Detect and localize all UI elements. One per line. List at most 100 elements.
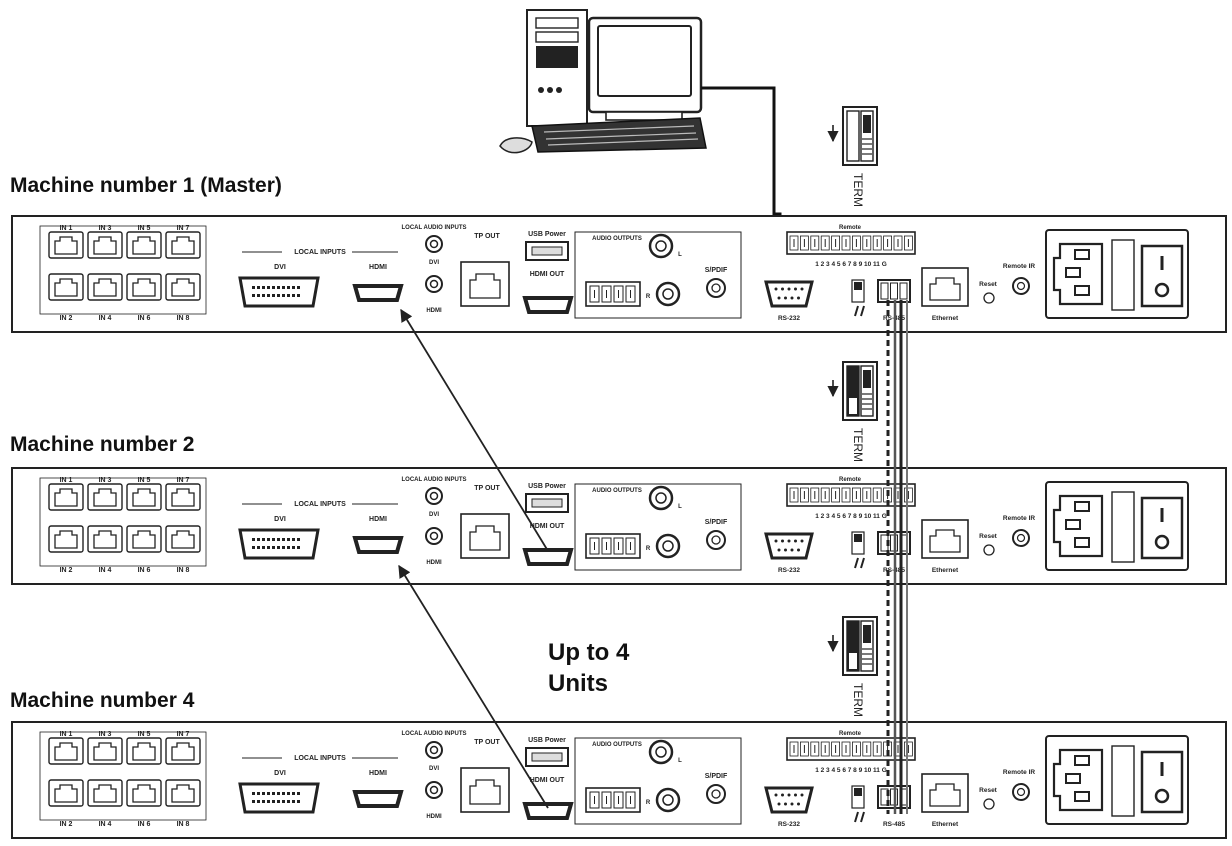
rj45-port-in3 xyxy=(87,483,123,511)
hdmi-label: HDMI xyxy=(369,264,387,271)
tp-out-port xyxy=(460,513,510,559)
term-dip-callout-1: TERM xyxy=(827,106,878,207)
hdmi-label: HDMI xyxy=(369,770,387,777)
tp-out-label: TP OUT xyxy=(474,739,500,746)
rj45-port-in1 xyxy=(48,231,84,259)
hdmi-out-port xyxy=(522,802,574,820)
rj45-port-in8 xyxy=(165,525,201,553)
port-label-in5: IN 5 xyxy=(138,477,151,484)
port-label-in7: IN 7 xyxy=(177,225,190,232)
audio-outputs-box xyxy=(574,737,742,825)
audio-hdmi-label: HDMI xyxy=(426,814,442,820)
port-label-in8: IN 8 xyxy=(177,315,190,322)
hdmi-out-port xyxy=(522,296,574,314)
term-label: TERM xyxy=(851,428,865,462)
rj45-port-in6 xyxy=(126,779,162,807)
audio-outputs-label: AUDIO OUTPUTS xyxy=(592,236,642,242)
audio-outputs-box xyxy=(574,231,742,319)
hdmi-out-label: HDMI OUT xyxy=(530,523,565,530)
ethernet-label: Ethernet xyxy=(932,821,959,828)
dvi-input-port xyxy=(238,528,320,560)
port-label-in6: IN 6 xyxy=(138,821,151,828)
audio-outputs-label: AUDIO OUTPUTS xyxy=(592,742,642,748)
port-label-in2: IN 2 xyxy=(60,821,73,828)
hdmi-out-label: HDMI OUT xyxy=(530,271,565,278)
port-label-in1: IN 1 xyxy=(60,731,73,738)
rj45-port-in3 xyxy=(87,737,123,765)
ethernet-label: Ethernet xyxy=(932,567,959,574)
rj45-port-in2 xyxy=(48,525,84,553)
rs232-port xyxy=(764,532,814,560)
heading-machine-2: Machine number 2 xyxy=(10,433,195,456)
port-label-in6: IN 6 xyxy=(138,567,151,574)
port-label-in3: IN 3 xyxy=(99,731,112,738)
hdmi-out-label: HDMI OUT xyxy=(530,777,565,784)
port-label-in4: IN 4 xyxy=(99,315,112,322)
hdmi-label: HDMI xyxy=(369,516,387,523)
rj45-port-in4 xyxy=(87,779,123,807)
audio-outputs-label: AUDIO OUTPUTS xyxy=(592,488,642,494)
rs485-bus-cable xyxy=(886,300,908,814)
chassis xyxy=(11,721,1227,839)
audio-outputs-box xyxy=(574,483,742,571)
local-inputs-label: LOCAL INPUTS xyxy=(294,501,346,508)
audio-l-label: L xyxy=(678,758,682,764)
chassis xyxy=(11,215,1227,333)
tp-out-label: TP OUT xyxy=(474,485,500,492)
twisted-pair-inputs: IN 1IN 2IN 3IN 4IN 5IN 6IN 7IN 8 xyxy=(39,477,207,574)
hdmi-input-port xyxy=(352,536,404,554)
term-label: TERM xyxy=(851,683,865,717)
audio-l-label: L xyxy=(678,504,682,510)
term-dip-callout-4: TERM xyxy=(827,616,878,717)
rj45-port-in4 xyxy=(87,525,123,553)
audio-r-label: R xyxy=(646,546,651,552)
local-audio-inputs-label: LOCAL AUDIO INPUTS xyxy=(401,731,466,737)
tp-out-port xyxy=(460,261,510,307)
chassis xyxy=(11,467,1227,585)
dvi-input-port xyxy=(238,782,320,814)
power-module xyxy=(1045,481,1189,571)
rj45-port-in5 xyxy=(126,483,162,511)
port-label-in4: IN 4 xyxy=(99,567,112,574)
dvi-label: DVI xyxy=(274,770,286,777)
port-label-in3: IN 3 xyxy=(99,477,112,484)
audio-dvi-label: DVI xyxy=(429,766,439,772)
rj45-port-in8 xyxy=(165,273,201,301)
rs232-port xyxy=(764,280,814,308)
pc-computer xyxy=(499,9,707,154)
remote-ir-label: Remote IR xyxy=(1003,769,1035,776)
audio-l-label: L xyxy=(678,252,682,258)
rj45-port-in6 xyxy=(126,273,162,301)
remote-label: Remote xyxy=(839,477,862,483)
port-label-in1: IN 1 xyxy=(60,477,73,484)
up-to-units-line-2: Units xyxy=(548,670,608,697)
port-label-in8: IN 8 xyxy=(177,567,190,574)
local-inputs-label: LOCAL INPUTS xyxy=(294,249,346,256)
port-label-in6: IN 6 xyxy=(138,315,151,322)
rj45-port-in7 xyxy=(165,483,201,511)
power-module xyxy=(1045,735,1189,825)
rs232-label: RS-232 xyxy=(778,821,800,828)
remote-label: Remote xyxy=(839,731,862,737)
heading-machine-4: Machine number 4 xyxy=(10,689,195,712)
hdmi-cable-machine4-to-machine2 xyxy=(398,564,549,809)
tp-out-label: TP OUT xyxy=(474,233,500,240)
local-audio-inputs-label: LOCAL AUDIO INPUTS xyxy=(401,477,466,483)
rj45-port-in1 xyxy=(48,483,84,511)
term-label: TERM xyxy=(851,173,865,207)
remote-terminal-numbers: 1 2 3 4 5 6 7 8 9 10 11 G xyxy=(815,261,887,268)
audio-hdmi-label: HDMI xyxy=(426,560,442,566)
spdif-label: S/PDIF xyxy=(705,773,728,780)
rs485-label: RS-485 xyxy=(883,821,905,828)
port-label-in5: IN 5 xyxy=(138,731,151,738)
heading-machine-1: Machine number 1 (Master) xyxy=(10,174,282,197)
audio-r-label: R xyxy=(646,294,651,300)
reset-button xyxy=(983,544,995,556)
spdif-label: S/PDIF xyxy=(705,519,728,526)
remote-label: Remote xyxy=(839,225,862,231)
port-label-in5: IN 5 xyxy=(138,225,151,232)
